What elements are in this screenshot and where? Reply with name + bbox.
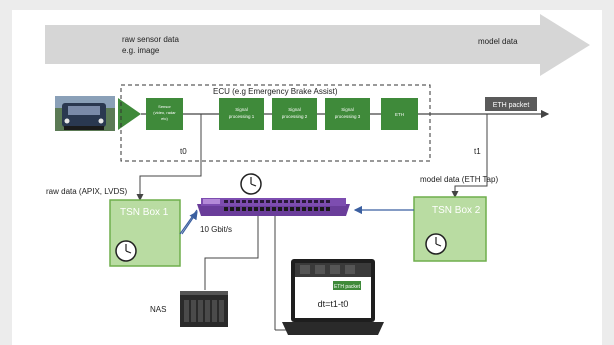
banner-left-line2: e.g. image xyxy=(122,46,160,55)
sp3-line2: processing 3 xyxy=(335,114,361,119)
raw-data-connector xyxy=(136,156,202,201)
tsn-box-2 xyxy=(413,196,487,262)
signal-processing-3-block: Signal processing 3 xyxy=(325,98,370,130)
clock-icon xyxy=(115,240,137,262)
t0-label: t0 xyxy=(180,147,187,156)
signal-processing-2-block: Signal processing 2 xyxy=(272,98,317,130)
clock-icon xyxy=(425,233,447,255)
laptop-eth-packet-label: ETH packet xyxy=(334,284,361,290)
sp3-line1: Signal xyxy=(341,107,354,112)
ecu-boundary xyxy=(120,84,431,162)
sp2-line1: Signal xyxy=(288,107,301,112)
link-speed-label: 10 Gbit/s xyxy=(200,225,232,234)
sp1-line2: processing 1 xyxy=(229,114,255,119)
sensor-triangle xyxy=(118,98,141,130)
sensor-block: Sensor (video, radar etc) xyxy=(146,98,183,130)
laptop xyxy=(282,259,384,335)
network-switch xyxy=(197,198,350,216)
sp2-line2: processing 2 xyxy=(282,114,308,119)
eth-block: ETH xyxy=(381,98,418,130)
tsn-box-2-label: TSN Box 2 xyxy=(432,205,481,216)
data-flow-arrow xyxy=(45,14,590,76)
nas-label: NAS xyxy=(150,305,166,314)
tsn1-switch-arrow xyxy=(181,211,198,235)
sensor-block-line1: Sensor xyxy=(158,104,171,109)
raw-data-label: raw data (APIX, LVDS) xyxy=(46,187,128,196)
model-data-label: model data (ETH Tap) xyxy=(420,175,498,184)
eth-block-label: ETH xyxy=(395,112,404,117)
ecu-title: ECU (e.g Emergency Brake Assist) xyxy=(213,87,338,96)
nas-device xyxy=(180,291,228,327)
banner-right: model data xyxy=(478,37,518,46)
laptop-eth-packet-box xyxy=(333,281,361,290)
dt-formula: dt=t1-t0 xyxy=(318,299,349,309)
model-data-connector xyxy=(451,160,488,198)
eth-packet-box xyxy=(485,97,537,111)
sensor-block-line3: etc) xyxy=(161,116,168,121)
t1-label: t1 xyxy=(474,147,481,156)
sp1-line1: Signal xyxy=(235,107,248,112)
banner-left-line1: raw sensor data xyxy=(122,35,179,44)
eth-packet-label: ETH packet xyxy=(493,102,530,109)
tsn-box-1-label: TSN Box 1 xyxy=(120,207,169,218)
signal-processing-1-block: Signal processing 1 xyxy=(219,98,264,130)
clock-icon xyxy=(240,173,262,195)
switch-nas-link xyxy=(204,216,259,290)
sensor-block-line2: (video, radar xyxy=(153,110,176,115)
car-photo xyxy=(55,96,115,131)
